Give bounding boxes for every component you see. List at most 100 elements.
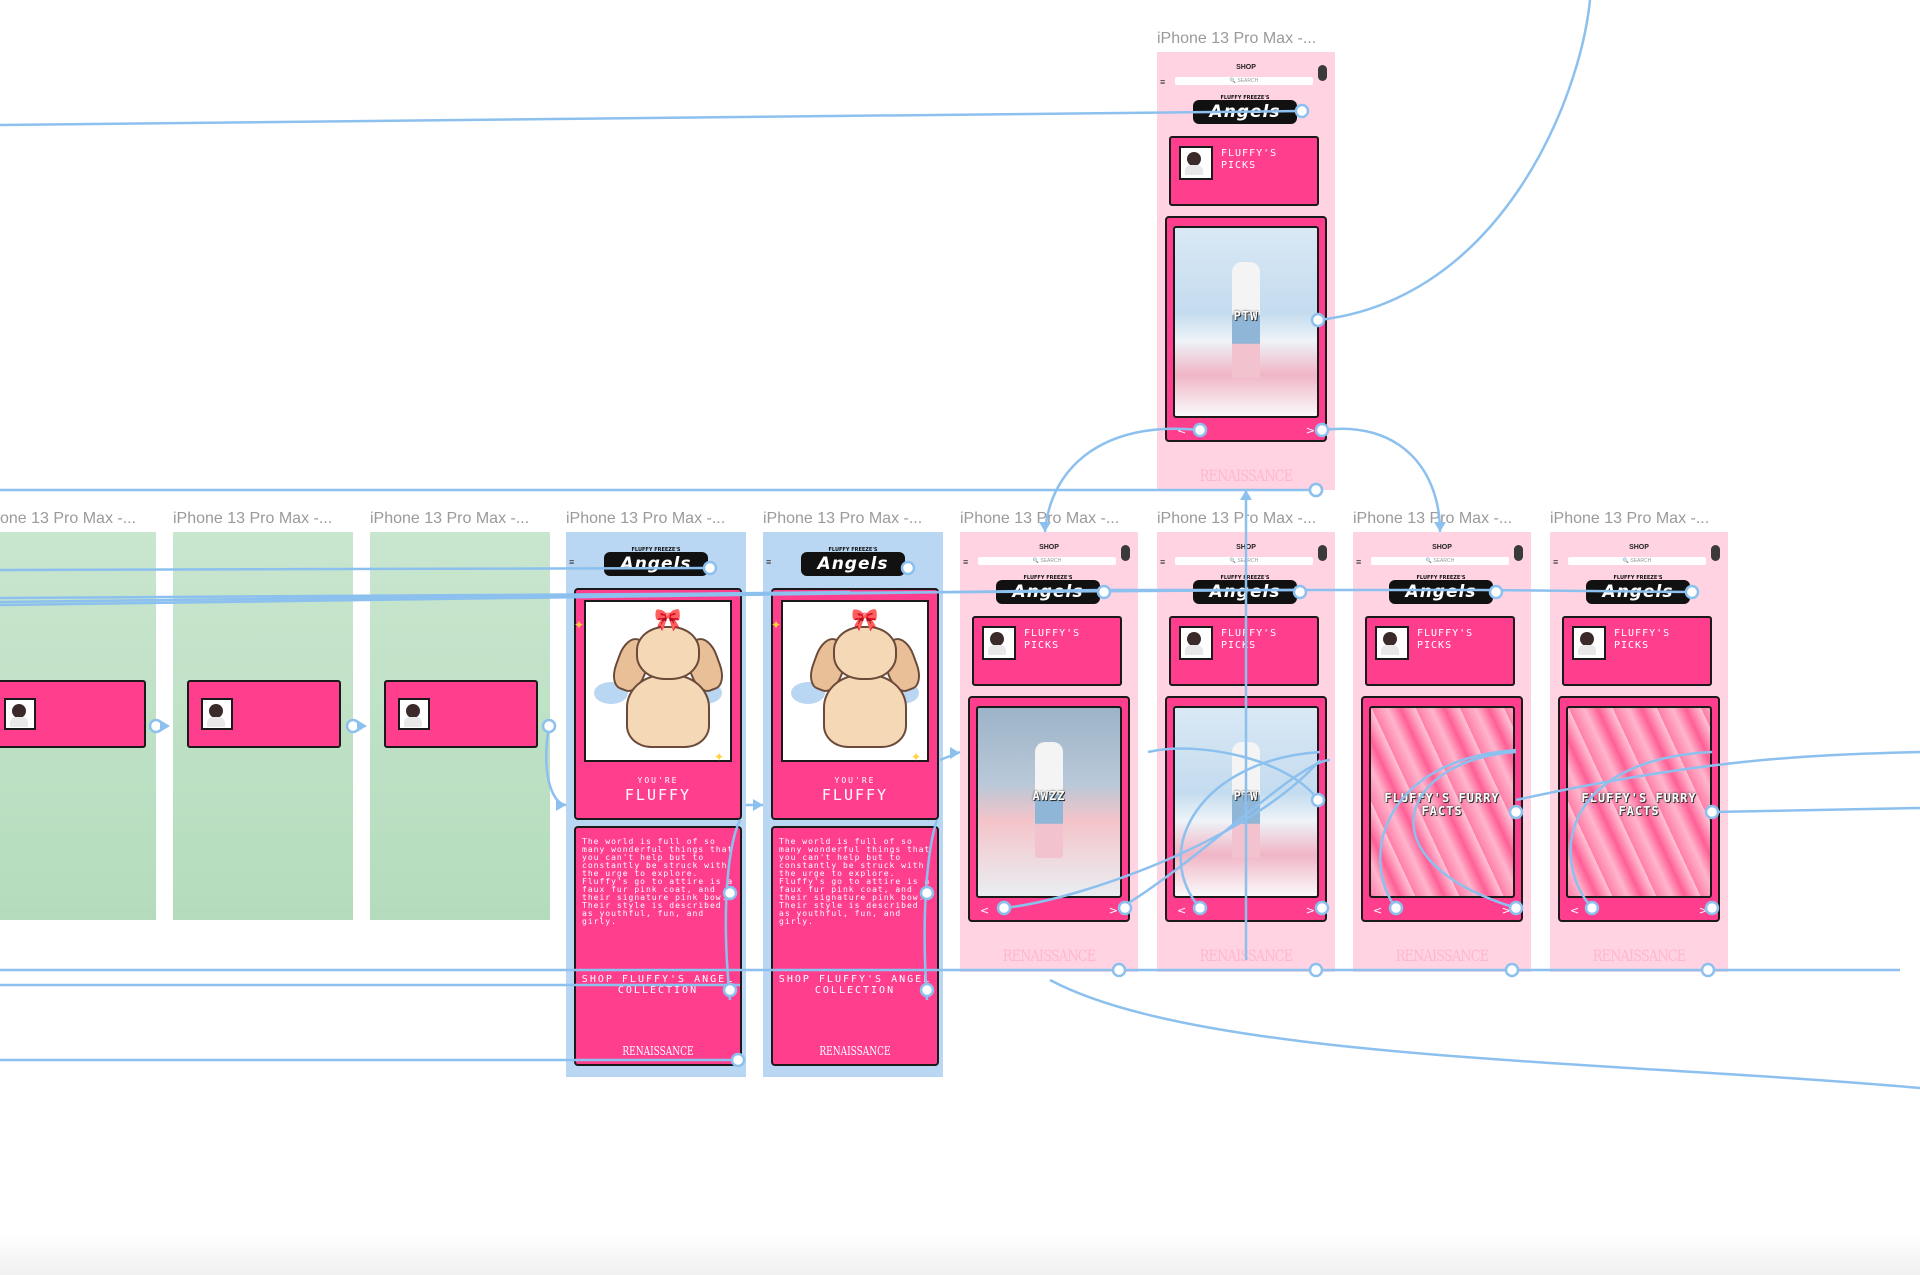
search-input[interactable]: 🔍 SEARCH	[1175, 77, 1313, 85]
menu-icon[interactable]: ≡	[1160, 77, 1166, 87]
feature-card[interactable]: AWZZ < >	[968, 696, 1130, 922]
frame-label[interactable]: one 13 Pro Max -...	[0, 510, 137, 527]
picks-button[interactable]: FLUFFY'S PICKS	[972, 616, 1122, 686]
arrowhead-icon	[1240, 490, 1252, 500]
arrowhead-icon	[556, 799, 566, 811]
menu-icon[interactable]: ≡	[766, 557, 772, 567]
avatar-thumbnail	[4, 698, 36, 730]
character-card[interactable]: 🎀 YOU'RE FLUFFY	[771, 588, 939, 820]
prev-arrow-icon[interactable]: <	[980, 904, 990, 917]
shop-collection-button[interactable]: SHOP FLUFFY'S ANGEL COLLECTION	[581, 974, 735, 996]
dog-head-shape	[636, 626, 700, 680]
frame-green-2[interactable]	[173, 532, 353, 920]
shop-title: SHOP	[1236, 544, 1256, 551]
logo-text: Angels	[1602, 582, 1674, 602]
search-input[interactable]: 🔍 SEARCH	[1568, 557, 1706, 565]
feature-card[interactable]: PTW < >	[1165, 696, 1327, 922]
picks-button[interactable]: FLUFFY'S PICKS	[1562, 616, 1712, 686]
character-image: 🎀	[584, 600, 732, 762]
footer-brand: RENAISSANCE	[819, 1044, 891, 1058]
search-input[interactable]: 🔍 SEARCH	[1175, 557, 1313, 565]
feature-photo[interactable]: FLUFFY'S FURRY FACTS	[1369, 706, 1515, 898]
next-arrow-icon[interactable]: >	[1501, 904, 1511, 917]
frame-label[interactable]: iPhone 13 Pro Max -...	[173, 510, 333, 527]
feature-card[interactable]: FLUFFY'S FURRY FACTS < >	[1361, 696, 1523, 922]
picks-label: FLUFFY'S PICKS	[1024, 628, 1081, 651]
frame-label[interactable]: iPhone 13 Pro Max -...	[1353, 510, 1513, 527]
frame-label[interactable]: iPhone 13 Pro Max -...	[1157, 510, 1317, 527]
avatar-icon[interactable]	[1711, 545, 1720, 561]
menu-icon[interactable]: ≡	[1553, 557, 1559, 567]
menu-icon[interactable]: ≡	[963, 557, 969, 567]
avatar-icon[interactable]	[1318, 65, 1327, 81]
bow-icon: 🎀	[654, 607, 682, 632]
avatar-icon[interactable]	[1121, 545, 1130, 561]
model-figure	[1231, 261, 1261, 379]
logo-text: Angels	[817, 554, 889, 574]
footer-brand: RENAISSANCE	[622, 1044, 694, 1058]
menu-icon[interactable]: ≡	[1160, 557, 1166, 567]
feature-photo[interactable]: FLUFFY'S FURRY FACTS	[1566, 706, 1712, 898]
feature-photo[interactable]: PTW	[1173, 706, 1319, 898]
frame-label[interactable]: iPhone 13 Pro Max -...	[566, 510, 726, 527]
frame-label[interactable]: iPhone 13 Pro Max -...	[1157, 30, 1317, 47]
description-card[interactable]: The world is full of so many wonderful t…	[574, 826, 742, 1066]
feature-photo[interactable]: PTW	[1173, 226, 1319, 418]
menu-icon[interactable]: ≡	[569, 557, 575, 567]
next-arrow-icon[interactable]: >	[1698, 904, 1708, 917]
avatar-icon[interactable]	[1514, 545, 1523, 561]
frame-green-3[interactable]	[370, 532, 550, 920]
avatar-bar[interactable]	[0, 680, 146, 748]
feature-card[interactable]: PTW < >	[1165, 216, 1327, 442]
picks-button[interactable]: FLUFFY'S PICKS	[1365, 616, 1515, 686]
avatar-bar[interactable]	[187, 680, 341, 748]
character-name: FLUFFY	[821, 786, 889, 804]
frame-label[interactable]: iPhone 13 Pro Max -...	[960, 510, 1120, 527]
picks-button[interactable]: FLUFFY'S PICKS	[1169, 136, 1319, 206]
character-card[interactable]: 🎀 YOU'RE FLUFFY	[574, 588, 742, 820]
logo-text: Angels	[1405, 582, 1477, 602]
next-arrow-icon[interactable]: >	[1108, 904, 1118, 917]
avatar-bar[interactable]	[384, 680, 538, 748]
shop-collection-button[interactable]: SHOP FLUFFY'S ANGEL COLLECTION	[778, 974, 932, 996]
avatar-icon[interactable]	[1318, 545, 1327, 561]
picks-button[interactable]: FLUFFY'S PICKS	[1169, 616, 1319, 686]
menu-icon[interactable]: ≡	[1356, 557, 1362, 567]
youre-label: YOU'RE	[834, 776, 876, 785]
prev-arrow-icon[interactable]: <	[1570, 904, 1580, 917]
prev-arrow-icon[interactable]: <	[1373, 904, 1383, 917]
sparkle-icon: ✦	[714, 750, 725, 764]
feature-photo[interactable]: AWZZ	[976, 706, 1122, 898]
frame-label[interactable]: iPhone 13 Pro Max -...	[1550, 510, 1710, 527]
wire	[1711, 806, 1920, 814]
logo-text: Angels	[1209, 582, 1281, 602]
description-card[interactable]: The world is full of so many wonderful t…	[771, 826, 939, 1066]
feature-card[interactable]: FLUFFY'S FURRY FACTS < >	[1558, 696, 1720, 922]
frame-label[interactable]: iPhone 13 Pro Max -...	[370, 510, 530, 527]
photo-caption: FLUFFY'S FURRY FACTS	[1384, 791, 1500, 818]
shop-title: SHOP	[1432, 544, 1452, 551]
next-arrow-icon[interactable]: >	[1305, 424, 1315, 437]
search-input[interactable]: 🔍 SEARCH	[978, 557, 1116, 565]
search-input[interactable]: 🔍 SEARCH	[1371, 557, 1509, 565]
avatar-thumbnail	[1572, 626, 1606, 660]
prev-arrow-icon[interactable]: <	[1177, 904, 1187, 917]
picks-label: FLUFFY'S PICKS	[1221, 628, 1278, 651]
frame-label[interactable]: iPhone 13 Pro Max -...	[763, 510, 923, 527]
prev-arrow-icon[interactable]: <	[1177, 424, 1187, 437]
frame-green-1[interactable]	[0, 532, 156, 920]
logo-text: Angels	[1012, 582, 1084, 602]
next-arrow-icon[interactable]: >	[1305, 904, 1315, 917]
shop-title: SHOP	[1236, 64, 1256, 71]
logo-subtitle: FLUFFY FREEZE'S	[631, 547, 681, 553]
